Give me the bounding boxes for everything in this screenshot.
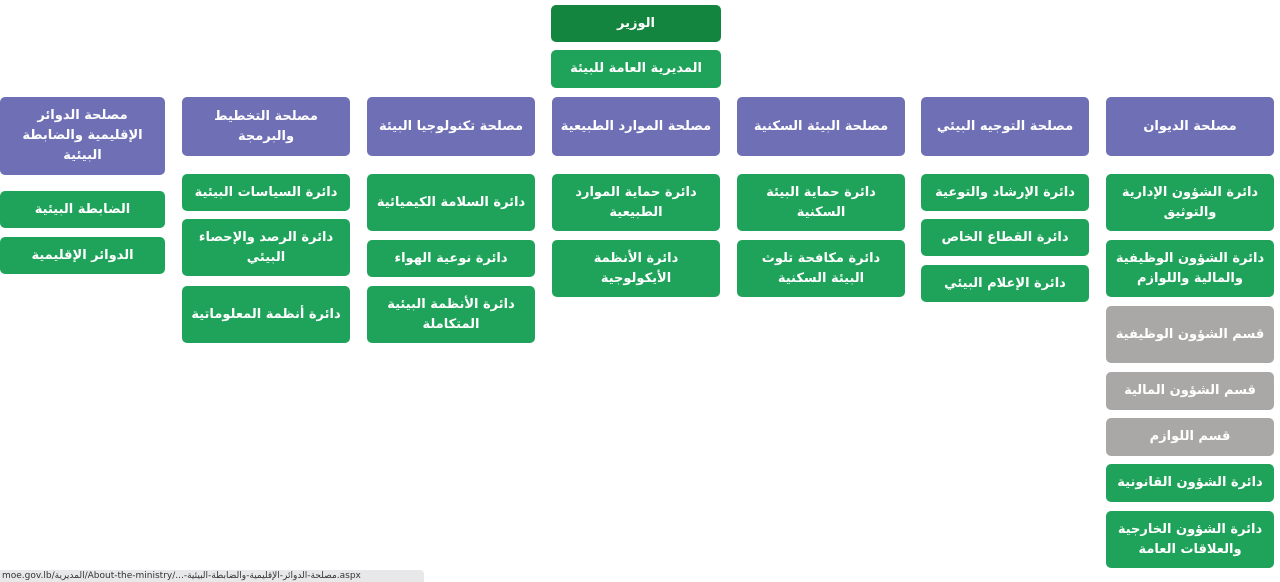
- unit-box[interactable]: دائرة أنظمة المعلوماتية: [182, 286, 350, 343]
- unit-box[interactable]: دائرة الشؤون الخارجية والعلاقات العامة: [1106, 511, 1274, 568]
- unit-box[interactable]: دائرة حماية الموارد الطبيعية: [552, 174, 720, 231]
- unit-box[interactable]: دائرة حماية البيئة السكنية: [737, 174, 905, 231]
- dept-head-planning[interactable]: مصلحة التخطيط والبرمجة: [182, 97, 350, 156]
- unit-box[interactable]: دائرة القطاع الخاص: [921, 219, 1089, 256]
- unit-box[interactable]: دائرة الرصد والإحصاء البيئي: [182, 219, 350, 276]
- unit-box[interactable]: دائرة الإرشاد والتوعية: [921, 174, 1089, 211]
- unit-box[interactable]: دائرة نوعية الهواء: [367, 240, 535, 277]
- directorate-box[interactable]: المديرية العامة للبيئة: [551, 50, 721, 88]
- unit-box[interactable]: دائرة مكافحة تلوث البيئة السكنية: [737, 240, 905, 297]
- dept-head-guidance[interactable]: مصلحة التوجيه البيئي: [921, 97, 1089, 156]
- section-box[interactable]: قسم الشؤون المالية: [1106, 372, 1274, 410]
- unit-box[interactable]: دائرة الأنظمة الأيكولوجية: [552, 240, 720, 297]
- dept-head-technology[interactable]: مصلحة تكنولوجيا البيئة: [367, 97, 535, 156]
- unit-box[interactable]: دائرة الأنظمة البيئية المتكاملة: [367, 286, 535, 343]
- dept-head-residential[interactable]: مصلحة البيئة السكنية: [737, 97, 905, 156]
- minister-box[interactable]: الوزير: [551, 5, 721, 42]
- unit-box[interactable]: دائرة الشؤون الوظيفية والمالية واللوازم: [1106, 240, 1274, 297]
- unit-box[interactable]: الضابطة البيئية: [0, 191, 165, 228]
- unit-box[interactable]: دائرة الإعلام البيئي: [921, 265, 1089, 302]
- status-bar-url: moe.gov.lb/المديرية/About-the-ministry/.…: [0, 570, 424, 582]
- dept-head-diwan[interactable]: مصلحة الديوان: [1106, 97, 1274, 156]
- unit-box[interactable]: الدوائر الإقليمية: [0, 237, 165, 274]
- unit-box[interactable]: دائرة الشؤون القانونية: [1106, 464, 1274, 502]
- dept-head-regional[interactable]: مصلحة الدوائر الإقليمية والضابطة البيئية: [0, 97, 165, 175]
- unit-box[interactable]: دائرة السلامة الكيميائية: [367, 174, 535, 231]
- unit-box[interactable]: دائرة السياسات البيئية: [182, 174, 350, 211]
- section-box[interactable]: قسم الشؤون الوظيفية: [1106, 306, 1274, 363]
- dept-head-natural-resources[interactable]: مصلحة الموارد الطبيعية: [552, 97, 720, 156]
- unit-box[interactable]: دائرة الشؤون الإدارية والتوثيق: [1106, 174, 1274, 231]
- section-box[interactable]: قسم اللوازم: [1106, 418, 1274, 456]
